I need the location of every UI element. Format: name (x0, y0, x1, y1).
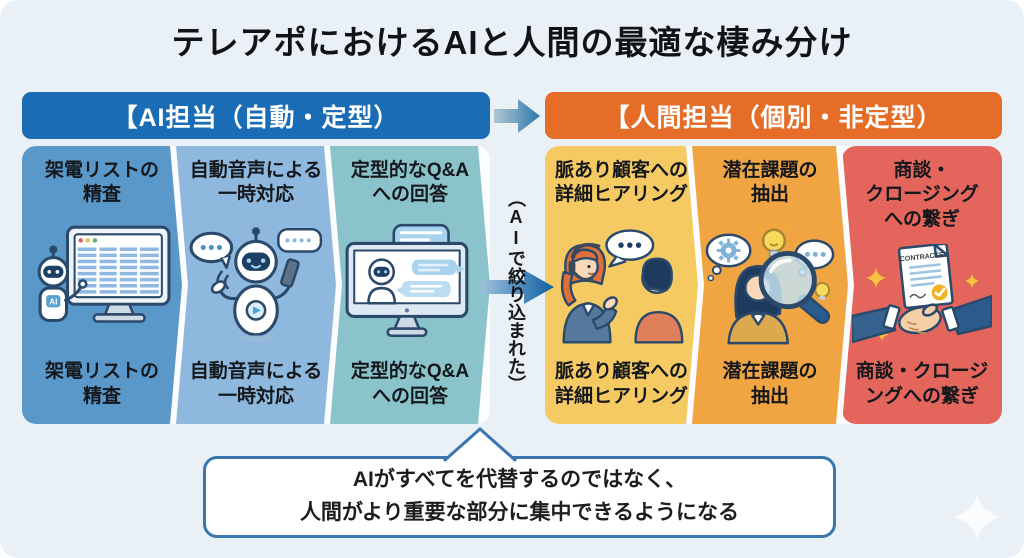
svg-text:CONTRACTS: CONTRACTS (900, 252, 945, 264)
callout-pointer-icon (430, 424, 540, 469)
column-label-top: 定型的なQ&A への回答 (350, 160, 470, 206)
callout-line-2: 人間がより重要な部分に集中できるようになる (299, 501, 740, 524)
column-detailed-hearing: 脈あり顧客への 詳細ヒアリング (545, 146, 698, 424)
header-human-section: 【人間担当（個別・非定型） (545, 92, 1002, 139)
agent-customer-talk-icon (554, 223, 690, 345)
column-auto-voice-response: 自動音声による 一時対応 (176, 146, 336, 424)
column-call-list-screening: 架電リストの 精査 (22, 146, 182, 424)
column-label-bottom: 自動音声による 一時対応 (189, 361, 323, 407)
magnifier-insight-icon (701, 223, 839, 345)
header-right-arrow-icon (492, 98, 542, 139)
contract-handshake-icon: CONTRACTS (852, 244, 992, 348)
header-ai-section: 【AI担当（自動・定型） (22, 92, 490, 139)
column-latent-issues: 潜在課題の 抽出 (692, 146, 848, 424)
column-label-bottom: 潜在課題の 抽出 (722, 361, 818, 407)
monitor-chat-robot-icon (339, 223, 481, 345)
column-standard-qa: 定型的なQ&A への回答 (330, 146, 490, 424)
robot-voice-phone-icon (185, 223, 327, 345)
header-human-label: 【人間担当（個別・非定型） (604, 103, 943, 132)
column-label-bottom: 脈あり顧客への 詳細ヒアリング (554, 361, 688, 407)
callout-line-1: AIがすべてを代替するのではなく、 (352, 468, 687, 492)
svg-text:AI: AI (49, 297, 57, 306)
column-label-bottom: 架電リストの 精査 (44, 361, 159, 407)
column-negotiation-closing: 商談・ クロージング への繋ぎ CONTRACTS (842, 146, 1002, 424)
column-label-top: 商談・ クロージング への繋ぎ (865, 160, 979, 230)
callout-box: AIがすべてを代替するのではなく、 人間がより重要な部分に集中できるようになる (203, 456, 836, 538)
column-label-top: 潜在課題の 抽出 (722, 160, 818, 206)
header-ai-label: 【AI担当（自動・定型） (112, 103, 400, 132)
sparkle-icon (953, 493, 1001, 546)
column-label-top: 自動音声による 一時対応 (189, 160, 323, 206)
column-label-bottom: 定型的なQ&A への回答 (350, 361, 470, 407)
column-label-bottom: 商談・クロージ ングへの繋ぎ (855, 361, 989, 407)
funnel-label: （AIで絞り込まれた） (506, 189, 526, 393)
page-title: テレアポにおけるAIと人間の最適な棲み分け (171, 24, 853, 61)
column-label-top: 脈あり顧客への 詳細ヒアリング (554, 160, 688, 206)
column-label-top: 架電リストの 精査 (44, 160, 159, 206)
funnel-right-arrow-icon (482, 267, 556, 312)
robot-monitor-list-icon: AI (31, 223, 173, 345)
